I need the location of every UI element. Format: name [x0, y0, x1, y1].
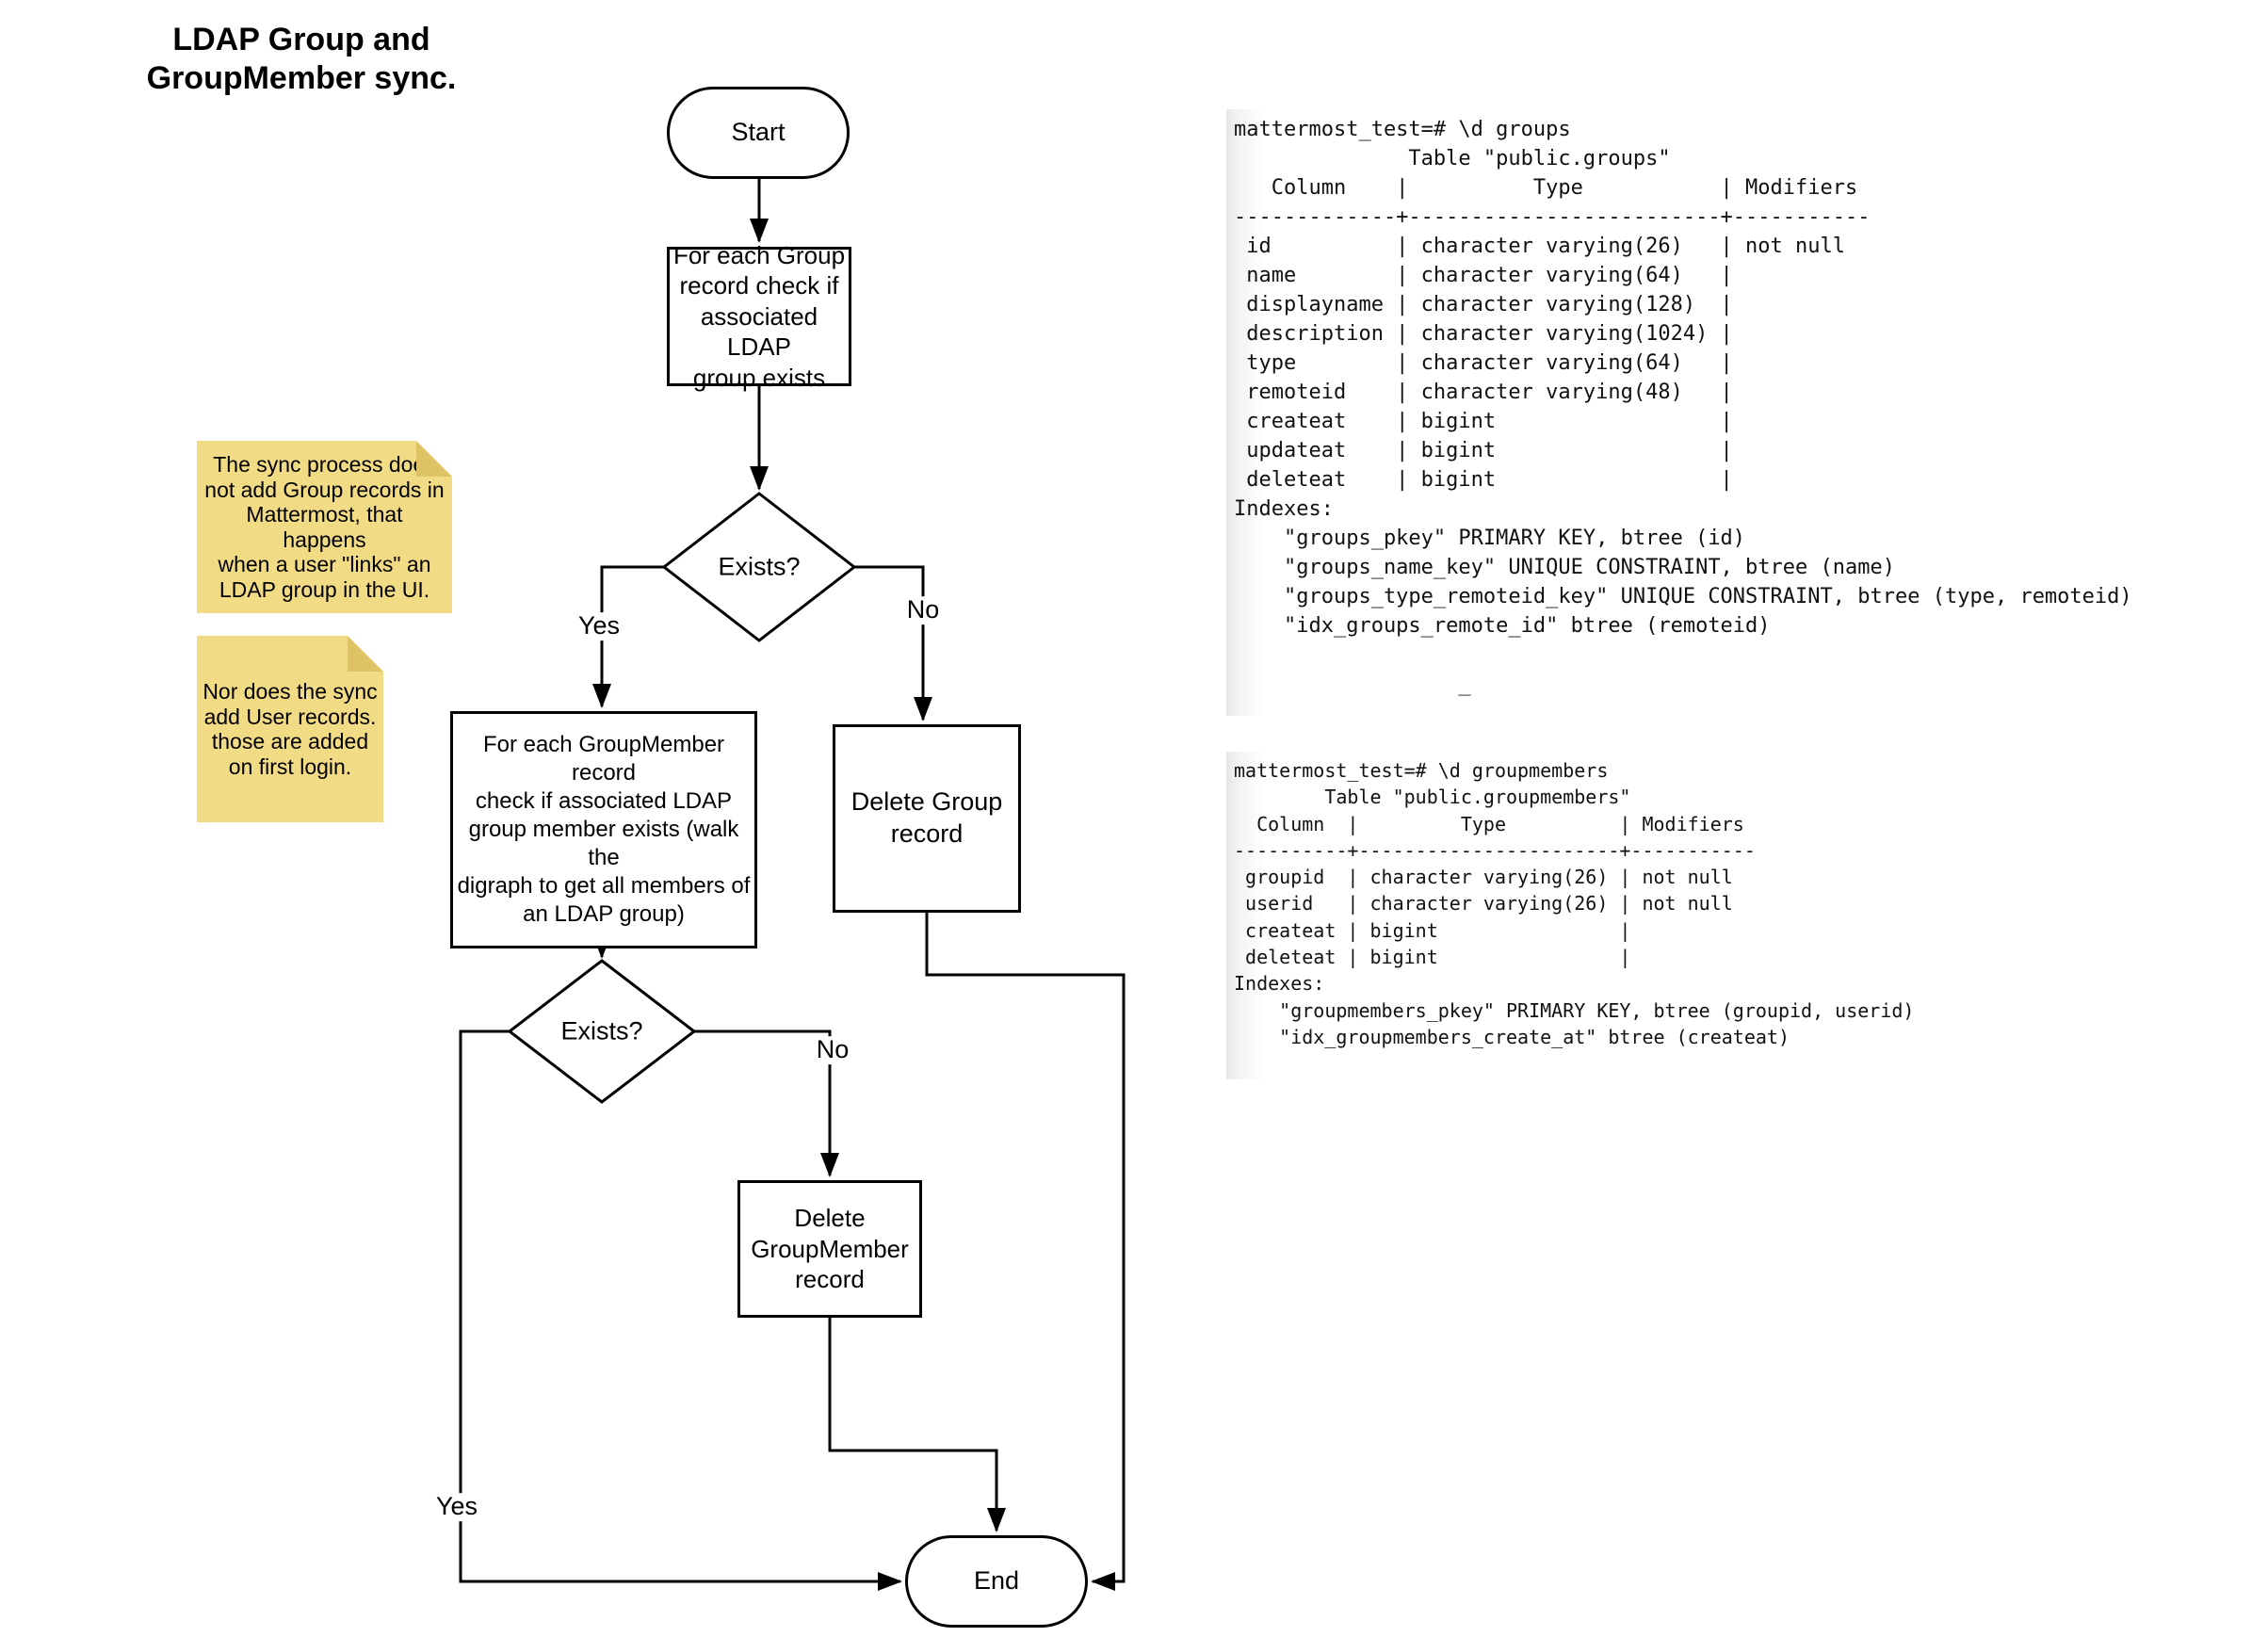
node-check-group: For each Group record check if associate…: [667, 241, 851, 392]
terminal-groups-text: mattermost_test=# \d groups Table "publi…: [1234, 118, 2132, 696]
sticky-note-group-records: The sync process does not add Group reco…: [197, 441, 452, 613]
note-fold-icon: [348, 636, 383, 672]
decision-exists-group: [661, 492, 857, 642]
sticky-note-user-records: Nor does the sync add User records. thos…: [197, 636, 383, 822]
edge-label-no-2: No: [812, 1035, 853, 1064]
edge-exists1-no: [854, 565, 932, 721]
edge-deletegroupmember-end: [828, 1318, 1006, 1532]
edge-exists2-no: [694, 1029, 839, 1177]
edge-exists2-yes: [459, 1029, 902, 1591]
page-title: LDAP Group and GroupMember sync.: [146, 22, 457, 96]
sticky-note-text: The sync process does not add Group reco…: [204, 452, 445, 602]
label-exists-groupmember: Exists?: [560, 1016, 643, 1045]
terminal-groups-table: mattermost_test=# \d groups Table "publi…: [1226, 109, 2168, 716]
note-fold-icon: [416, 441, 452, 477]
edge-label-no-1: No: [902, 595, 944, 624]
decision-exists-groupmember: [507, 959, 697, 1104]
edge-deletegroup-end: [925, 913, 1126, 1591]
node-check-groupmember: For each GroupMember record check if ass…: [450, 711, 757, 948]
node-delete-group: Delete Group record: [833, 724, 1021, 913]
label-exists-group: Exists?: [718, 552, 801, 581]
node-delete-groupmember: Delete GroupMember record: [737, 1180, 922, 1318]
edge-exists1-yes: [592, 565, 664, 708]
node-end: End: [905, 1535, 1088, 1628]
sticky-note-text: Nor does the sync add User records. thos…: [202, 679, 378, 779]
node-start: Start: [667, 87, 850, 179]
edge-label-yes-1: Yes: [574, 611, 624, 640]
terminal-groupmembers-text: mattermost_test=# \d groupmembers Table …: [1234, 759, 1915, 1048]
edge-label-yes-2: Yes: [431, 1492, 482, 1521]
terminal-groupmembers-table: mattermost_test=# \d groupmembers Table …: [1226, 752, 1991, 1079]
